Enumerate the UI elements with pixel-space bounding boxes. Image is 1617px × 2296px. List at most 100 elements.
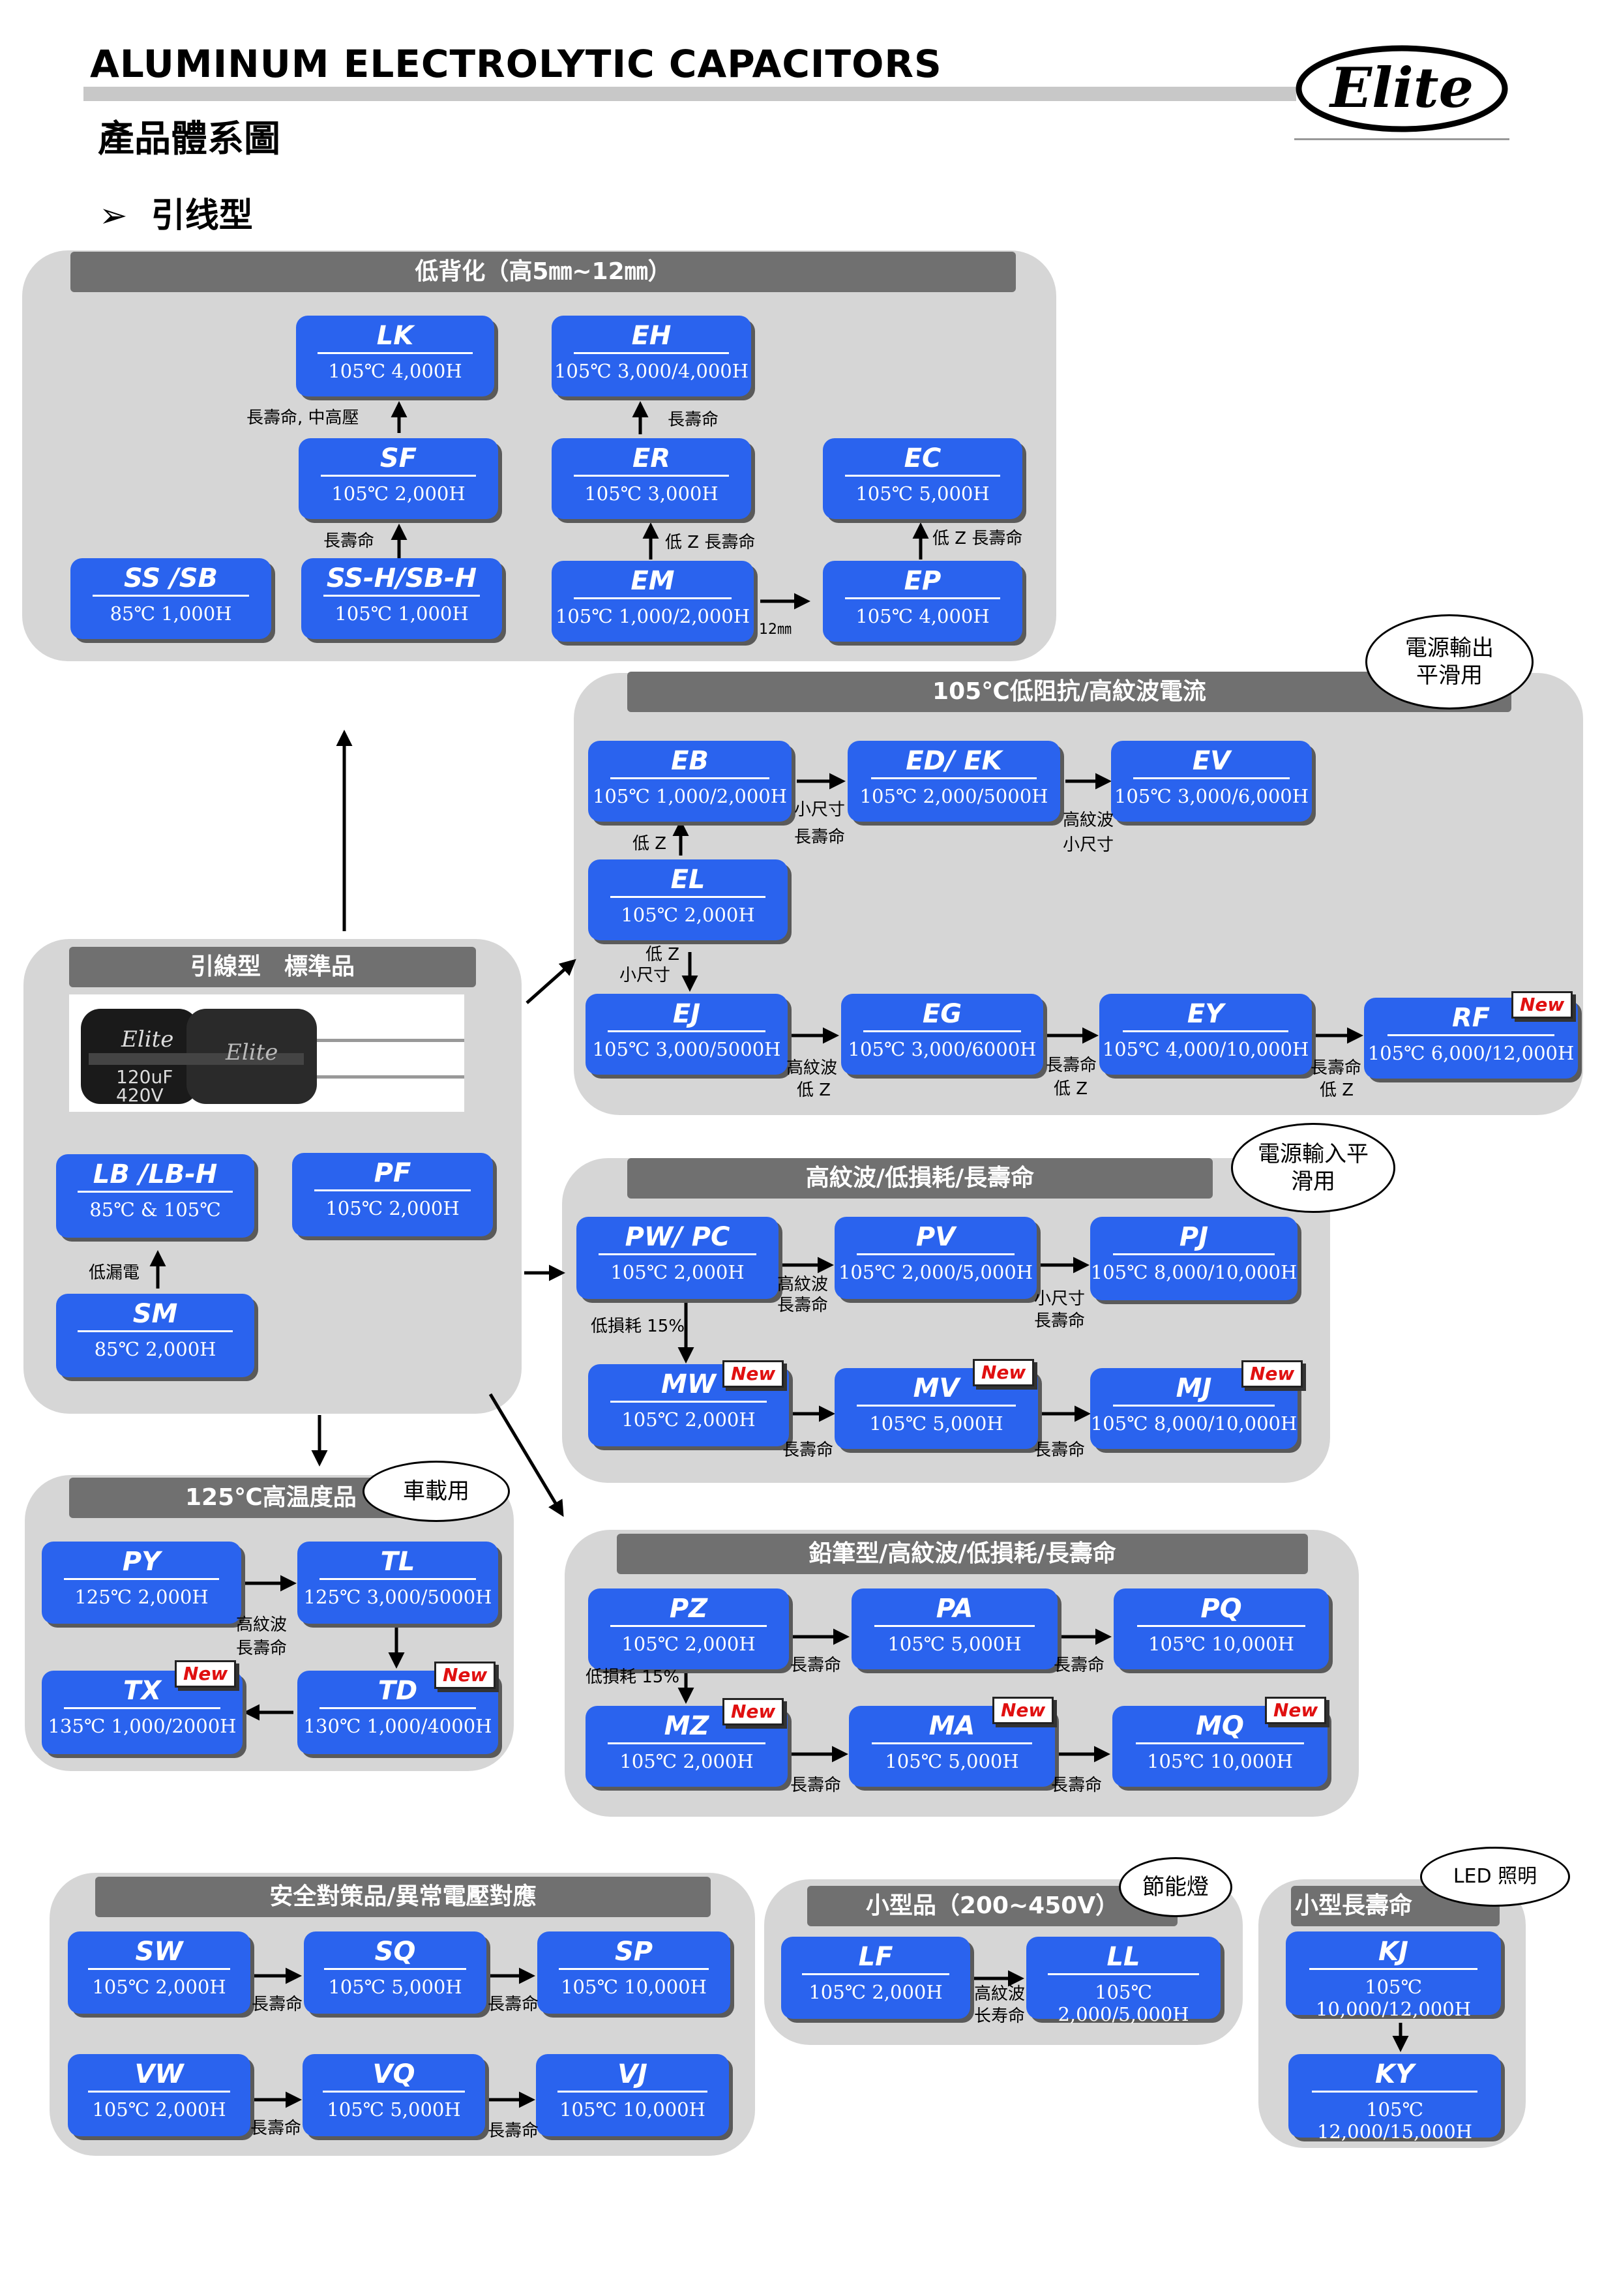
bubble-power-output: 電源輸出平滑用 — [1365, 614, 1534, 709]
label-pw-pv-1: 高紋波 — [777, 1275, 829, 1294]
svg-text:420V: 420V — [116, 1084, 164, 1106]
svg-text:Elite: Elite — [1329, 55, 1474, 120]
label-pv-pj-2: 長壽命 — [1034, 1311, 1086, 1331]
group-title-high-ripple: 高紋波/低損耗/長壽命 — [627, 1158, 1213, 1199]
label-lf-ll-2: 长寿命 — [974, 2006, 1026, 2026]
label-el-ej-1: 低 Z — [645, 945, 680, 964]
label-vq-vj: 長壽命 — [488, 2121, 539, 2141]
bubble-automotive: 車載用 — [363, 1461, 510, 1522]
label-pa-pq: 長壽命 — [1054, 1656, 1105, 1675]
label-lf-ll-1: 高紋波 — [974, 1984, 1026, 2004]
new-badge-mz: New — [722, 1698, 784, 1725]
label-ey-rf-1: 長壽命 — [1311, 1058, 1362, 1078]
label-mv-mj: 長壽命 — [1034, 1440, 1086, 1460]
new-badge-mv: New — [973, 1359, 1035, 1386]
bubble-led: LED 照明 — [1420, 1847, 1570, 1907]
label-er-em: 低 Z 長壽命 — [665, 533, 756, 552]
label-pv-pj-1: 小尺寸 — [1034, 1289, 1086, 1309]
group-title-low-impedance: 105℃低阻抗/高紋波電流 — [627, 672, 1511, 712]
label-py-tl-2: 長壽命 — [236, 1639, 288, 1658]
section-heading: 產品體系圖 — [98, 118, 280, 160]
label-ej-eg-2: 低 Z — [797, 1081, 831, 1100]
elite-logo: Elite — [1294, 43, 1509, 141]
label-ed-ev-1: 高紋波 — [1063, 811, 1114, 830]
svg-text:120uF: 120uF — [116, 1066, 173, 1088]
label-el-ej-2: 小尺寸 — [619, 966, 671, 985]
bubble-power-input: 電源輸入平滑用 — [1231, 1123, 1395, 1213]
arrow-standard-pencil — [488, 1393, 564, 1517]
label-pz-mz: 低損耗 15% — [586, 1667, 680, 1687]
label-sq-sp: 長壽命 — [488, 1995, 539, 2014]
label-ey-rf-2: 低 Z — [1320, 1081, 1354, 1100]
new-badge-ma: New — [992, 1697, 1054, 1724]
label-ec-ep: 低 Z 長壽命 — [932, 529, 1023, 548]
svg-text:Elite: Elite — [121, 1026, 173, 1052]
label-pw-mw: 低損耗 15% — [591, 1317, 685, 1336]
label-lk-sf: 長壽命, 中高壓 — [246, 408, 359, 428]
label-mz-ma: 長壽命 — [790, 1776, 842, 1795]
label-pz-pa: 長壽命 — [790, 1656, 842, 1675]
label-eh-er: 長壽命 — [668, 410, 719, 430]
subsection-label: 引线型 — [151, 196, 253, 235]
label-eb-ed-2: 長壽命 — [794, 827, 846, 847]
group-title-low-profile: 低背化（高5㎜~12㎜） — [70, 252, 1016, 292]
new-badge-rf: New — [1511, 991, 1573, 1019]
label-vw-vq: 長壽命 — [250, 2119, 302, 2138]
label-ej-eg-1: 高紋波 — [786, 1058, 838, 1078]
label-pw-pv-2: 長壽命 — [777, 1296, 829, 1315]
logo-underline — [1294, 138, 1509, 140]
subsection-heading: ➢ 引线型 — [99, 188, 253, 237]
bullet-arrow-icon: ➢ — [99, 196, 128, 235]
label-sw-sq: 長壽命 — [252, 1995, 303, 2014]
label-eb-ed-1: 小尺寸 — [794, 800, 846, 820]
product-photo: Elite 120uF 420V Elite — [69, 994, 467, 1112]
group-title-pencil: 鉛筆型/高紋波/低損耗/長壽命 — [617, 1534, 1308, 1574]
group-title-standard: 引線型 標準品 — [69, 947, 476, 987]
label-py-tl-1: 高紋波 — [236, 1615, 288, 1635]
label-sf-ssh: 長壽命 — [323, 531, 375, 551]
bubble-energy-saving: 節能燈 — [1119, 1857, 1232, 1917]
label-ed-ev-2: 小尺寸 — [1063, 835, 1114, 855]
